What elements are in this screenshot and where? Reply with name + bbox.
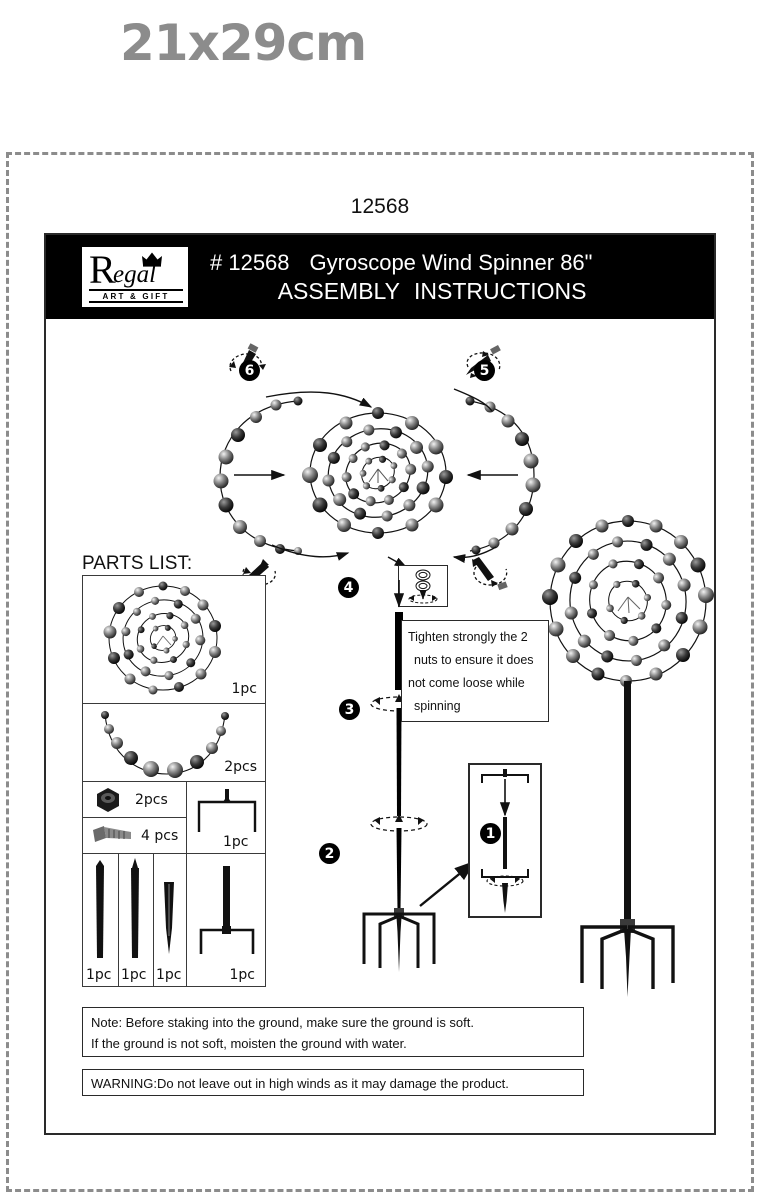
tighten-line-3: not come loose while xyxy=(408,676,525,690)
warning-text: WARNING:Do not leave out in high winds a… xyxy=(91,1076,509,1091)
step-badge-1: 1 xyxy=(480,823,501,844)
ground-note-line-1: Note: Before staking into the ground, ma… xyxy=(91,1015,474,1030)
regal-logo: R egal ART & GIFT xyxy=(82,247,188,307)
tighten-line-1: Tighten strongly the 2 xyxy=(408,630,528,644)
parts-row-poles: 1pc 1pc 1pc xyxy=(83,854,265,986)
parts-cell-nut: 2pcs xyxy=(83,782,187,818)
left-arc-part xyxy=(213,396,303,555)
parts-cell-screw: 4 pcs xyxy=(83,818,187,854)
beaded-arc-part-icon xyxy=(101,711,229,778)
tighten-line-2: nuts to ensure it does xyxy=(414,653,534,667)
crown-icon xyxy=(141,251,163,267)
right-arc-part xyxy=(465,396,541,555)
parts-qty-cross-bracket: 1pc xyxy=(223,834,249,850)
step-badge-5: 5 xyxy=(474,360,495,381)
pole-upper-icon xyxy=(96,860,104,958)
step-badge-6: 6 xyxy=(239,360,260,381)
step-badge-2: 2 xyxy=(319,843,340,864)
parts-row-spinner-head: 1pc xyxy=(83,576,265,704)
parts-cell-cross-bracket: 1pc xyxy=(187,782,265,854)
logo-subtitle: ART & GIFT xyxy=(89,289,183,303)
stake-base-icon xyxy=(199,866,255,954)
ground-spike-icon xyxy=(164,882,174,954)
parts-cell-pole-middle: 1pc xyxy=(119,854,154,986)
page-dashed-border xyxy=(6,152,754,1192)
nut-icon xyxy=(97,788,119,812)
ground-note-box: Note: Before staking into the ground, ma… xyxy=(82,1007,584,1057)
title-bar: R egal ART & GIFT # 12568 Gyroscope Wind … xyxy=(46,235,714,319)
parts-row-beaded-arc: 2pcs xyxy=(83,704,265,782)
parts-qty-spinner-head: 1pc xyxy=(231,681,258,697)
tighten-note-box: Tighten strongly the 2 nuts to ensure it… xyxy=(401,620,549,722)
size-caption: 21x29cm xyxy=(120,14,367,72)
tighten-line-4: spinning xyxy=(414,699,461,713)
parts-qty-pole-upper: 1pc xyxy=(86,967,112,983)
step-badge-3: 3 xyxy=(339,699,360,720)
screw-icon xyxy=(93,826,131,842)
parts-list-table: 1pc 2pcs xyxy=(82,575,266,987)
step1-insert-pole-diagram xyxy=(481,769,529,913)
step-badge-4: 4 xyxy=(338,577,359,598)
step1-inset-box xyxy=(468,763,542,918)
cross-bracket-icon xyxy=(197,789,257,832)
parts-qty-screw: 4 pcs xyxy=(141,828,179,844)
sku-label: 12568 xyxy=(350,195,410,218)
two-nuts-icon xyxy=(408,569,438,604)
title-line-product: # 12568 Gyroscope Wind Spinner 86" xyxy=(210,250,592,276)
ground-note-line-2: If the ground is not soft, moisten the g… xyxy=(91,1036,407,1051)
title-item-number: # 12568 xyxy=(210,249,290,275)
parts-qty-nut: 2pcs xyxy=(135,792,168,808)
parts-list-title: PARTS LIST: xyxy=(82,553,193,574)
parts-row-fasteners: 2pcs 4 pcs 1pc xyxy=(83,782,265,854)
title-assembly-word: ASSEMBLY xyxy=(277,277,400,304)
title-instructions-word: INSTRUCTIONS xyxy=(413,277,587,304)
logo-letter-r: R xyxy=(89,247,116,292)
instruction-card: R egal ART & GIFT # 12568 Gyroscope Wind … xyxy=(44,233,716,1135)
title-text-block: # 12568 Gyroscope Wind Spinner 86" ASSEMB… xyxy=(210,250,592,305)
screw-rotate-icon-lower-right xyxy=(472,557,508,591)
pole-middle-icon xyxy=(131,858,139,958)
title-line-assembly: ASSEMBLY INSTRUCTIONS xyxy=(210,278,592,305)
finished-product-illustration xyxy=(542,515,714,997)
warning-box: WARNING:Do not leave out in high winds a… xyxy=(82,1069,584,1096)
spinner-head-part-icon xyxy=(103,581,221,695)
parts-cell-pole-upper: 1pc xyxy=(83,854,119,986)
parts-qty-ground-spike: 1pc xyxy=(156,967,182,983)
title-product-name: Gyroscope Wind Spinner 86" xyxy=(309,249,593,275)
logo-script-egal: egal xyxy=(113,261,157,288)
parts-qty-stake-base: 1pc xyxy=(229,967,256,983)
parts-qty-beaded-arc: 2pcs xyxy=(224,759,257,775)
parts-cell-stake-base: 1pc xyxy=(187,854,265,986)
parts-qty-pole-middle: 1pc xyxy=(121,967,147,983)
parts-cell-ground-spike: 1pc xyxy=(154,854,187,986)
